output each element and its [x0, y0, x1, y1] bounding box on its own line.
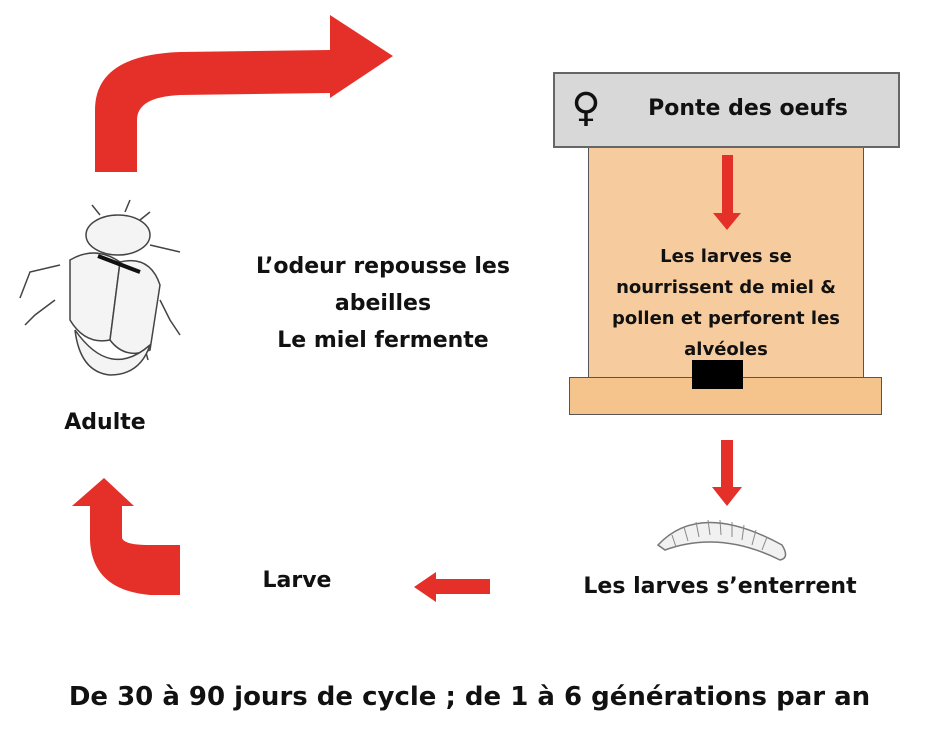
hive-line: alvéoles — [684, 339, 768, 360]
hive-entrance — [692, 360, 743, 389]
hive-base — [569, 377, 882, 415]
hive-top — [553, 72, 900, 148]
adult-label: Adulte — [64, 410, 146, 435]
cycle-summary: De 30 à 90 jours de cycle ; de 1 à 6 gén… — [68, 682, 871, 712]
female-icon: ♀ — [571, 85, 601, 131]
effects-line: L’odeur repousse les — [256, 254, 510, 279]
effects-line: Le miel fermente — [277, 328, 489, 353]
hive-line: pollen et perforent les — [612, 308, 840, 329]
hive-line: nourrissent de miel & — [616, 277, 836, 298]
egg-laying-label: Ponte des oeufs — [648, 96, 848, 121]
effects-text: L’odeur repousse les abeilles Le miel fe… — [213, 248, 553, 359]
hive-line: Les larves se — [660, 246, 792, 267]
hive-description: Les larves se nourrissent de miel & poll… — [590, 241, 862, 365]
effects-line: abeilles — [334, 291, 432, 316]
larva-label: Larve — [262, 568, 332, 593]
larvae-burrow-label: Les larves s’enterrent — [583, 574, 857, 599]
